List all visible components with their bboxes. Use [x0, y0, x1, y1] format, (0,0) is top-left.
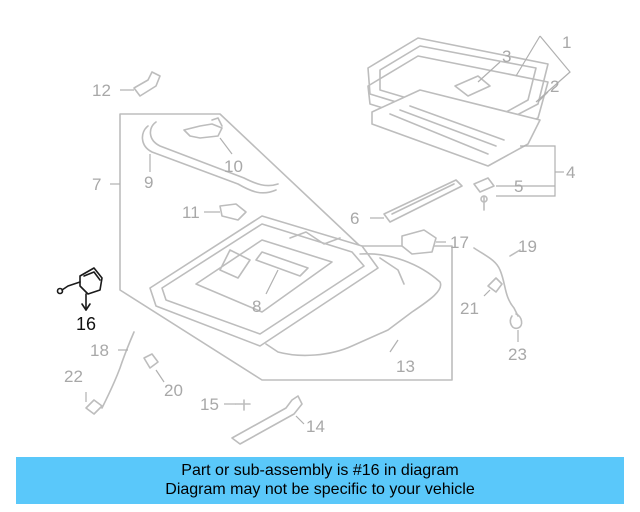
callout-8: 8: [252, 297, 261, 316]
callout-20: 20: [164, 381, 183, 400]
clip-20-part: [143, 353, 159, 369]
rail-9-part: [141, 121, 279, 194]
callout-4: 4: [566, 163, 575, 182]
callout-13: 13: [396, 357, 415, 376]
hose-18-part: [101, 331, 135, 409]
banner-line-2: Diagram may not be specific to your vehi…: [165, 481, 475, 498]
callout-10: 10: [224, 157, 243, 176]
callout-1: 1: [562, 33, 571, 52]
callout-15: 15: [200, 395, 219, 414]
callout-11: 11: [182, 203, 200, 222]
callout-12: 12: [92, 81, 111, 100]
callout-22: 22: [64, 367, 83, 386]
screw-15-part: [235, 399, 251, 411]
sunshade-part: [371, 89, 541, 167]
bracket-12-part: [133, 71, 161, 97]
callout-2: 2: [550, 77, 559, 96]
callout-6: 6: [350, 209, 359, 228]
callout-18: 18: [90, 341, 109, 360]
deflector-6-part: [383, 179, 463, 223]
guide-10-part: [183, 117, 223, 139]
grommet-23-part: [509, 313, 523, 330]
callout-9: 9: [144, 173, 153, 192]
bracket-5-part: [473, 177, 495, 211]
bracket-11-part: [219, 203, 247, 221]
clip-21-part: [487, 277, 503, 293]
info-banner: Part or sub-assembly is #16 in diagram D…: [16, 457, 624, 504]
bracket-14-part: [231, 395, 303, 445]
callout-7: 7: [92, 175, 101, 194]
callout-17: 17: [450, 233, 469, 252]
grommet-22-part: [85, 399, 103, 415]
cable-13-part: [265, 253, 442, 357]
part-16-highlighted: [56, 267, 103, 311]
callout-19: 19: [518, 237, 537, 256]
callout-16-highlighted: 16: [76, 314, 96, 334]
seal-part: [367, 55, 549, 141]
banner-line-1: Part or sub-assembly is #16 in diagram: [181, 462, 459, 479]
callout-14: 14: [306, 417, 325, 436]
motor-17-part: [401, 229, 437, 255]
callout-21: 21: [460, 299, 479, 318]
callout-23: 23: [508, 345, 527, 364]
hose-19-part: [473, 247, 521, 317]
callout-3: 3: [502, 47, 511, 66]
callout-5: 5: [514, 177, 523, 196]
frame-assembly-box: [119, 113, 453, 381]
parts-diagram: 1 2 3 4 5 6 7 8 9 10 11 12 13 14 15 16 1…: [56, 33, 575, 445]
frame-8-part: [149, 215, 379, 347]
